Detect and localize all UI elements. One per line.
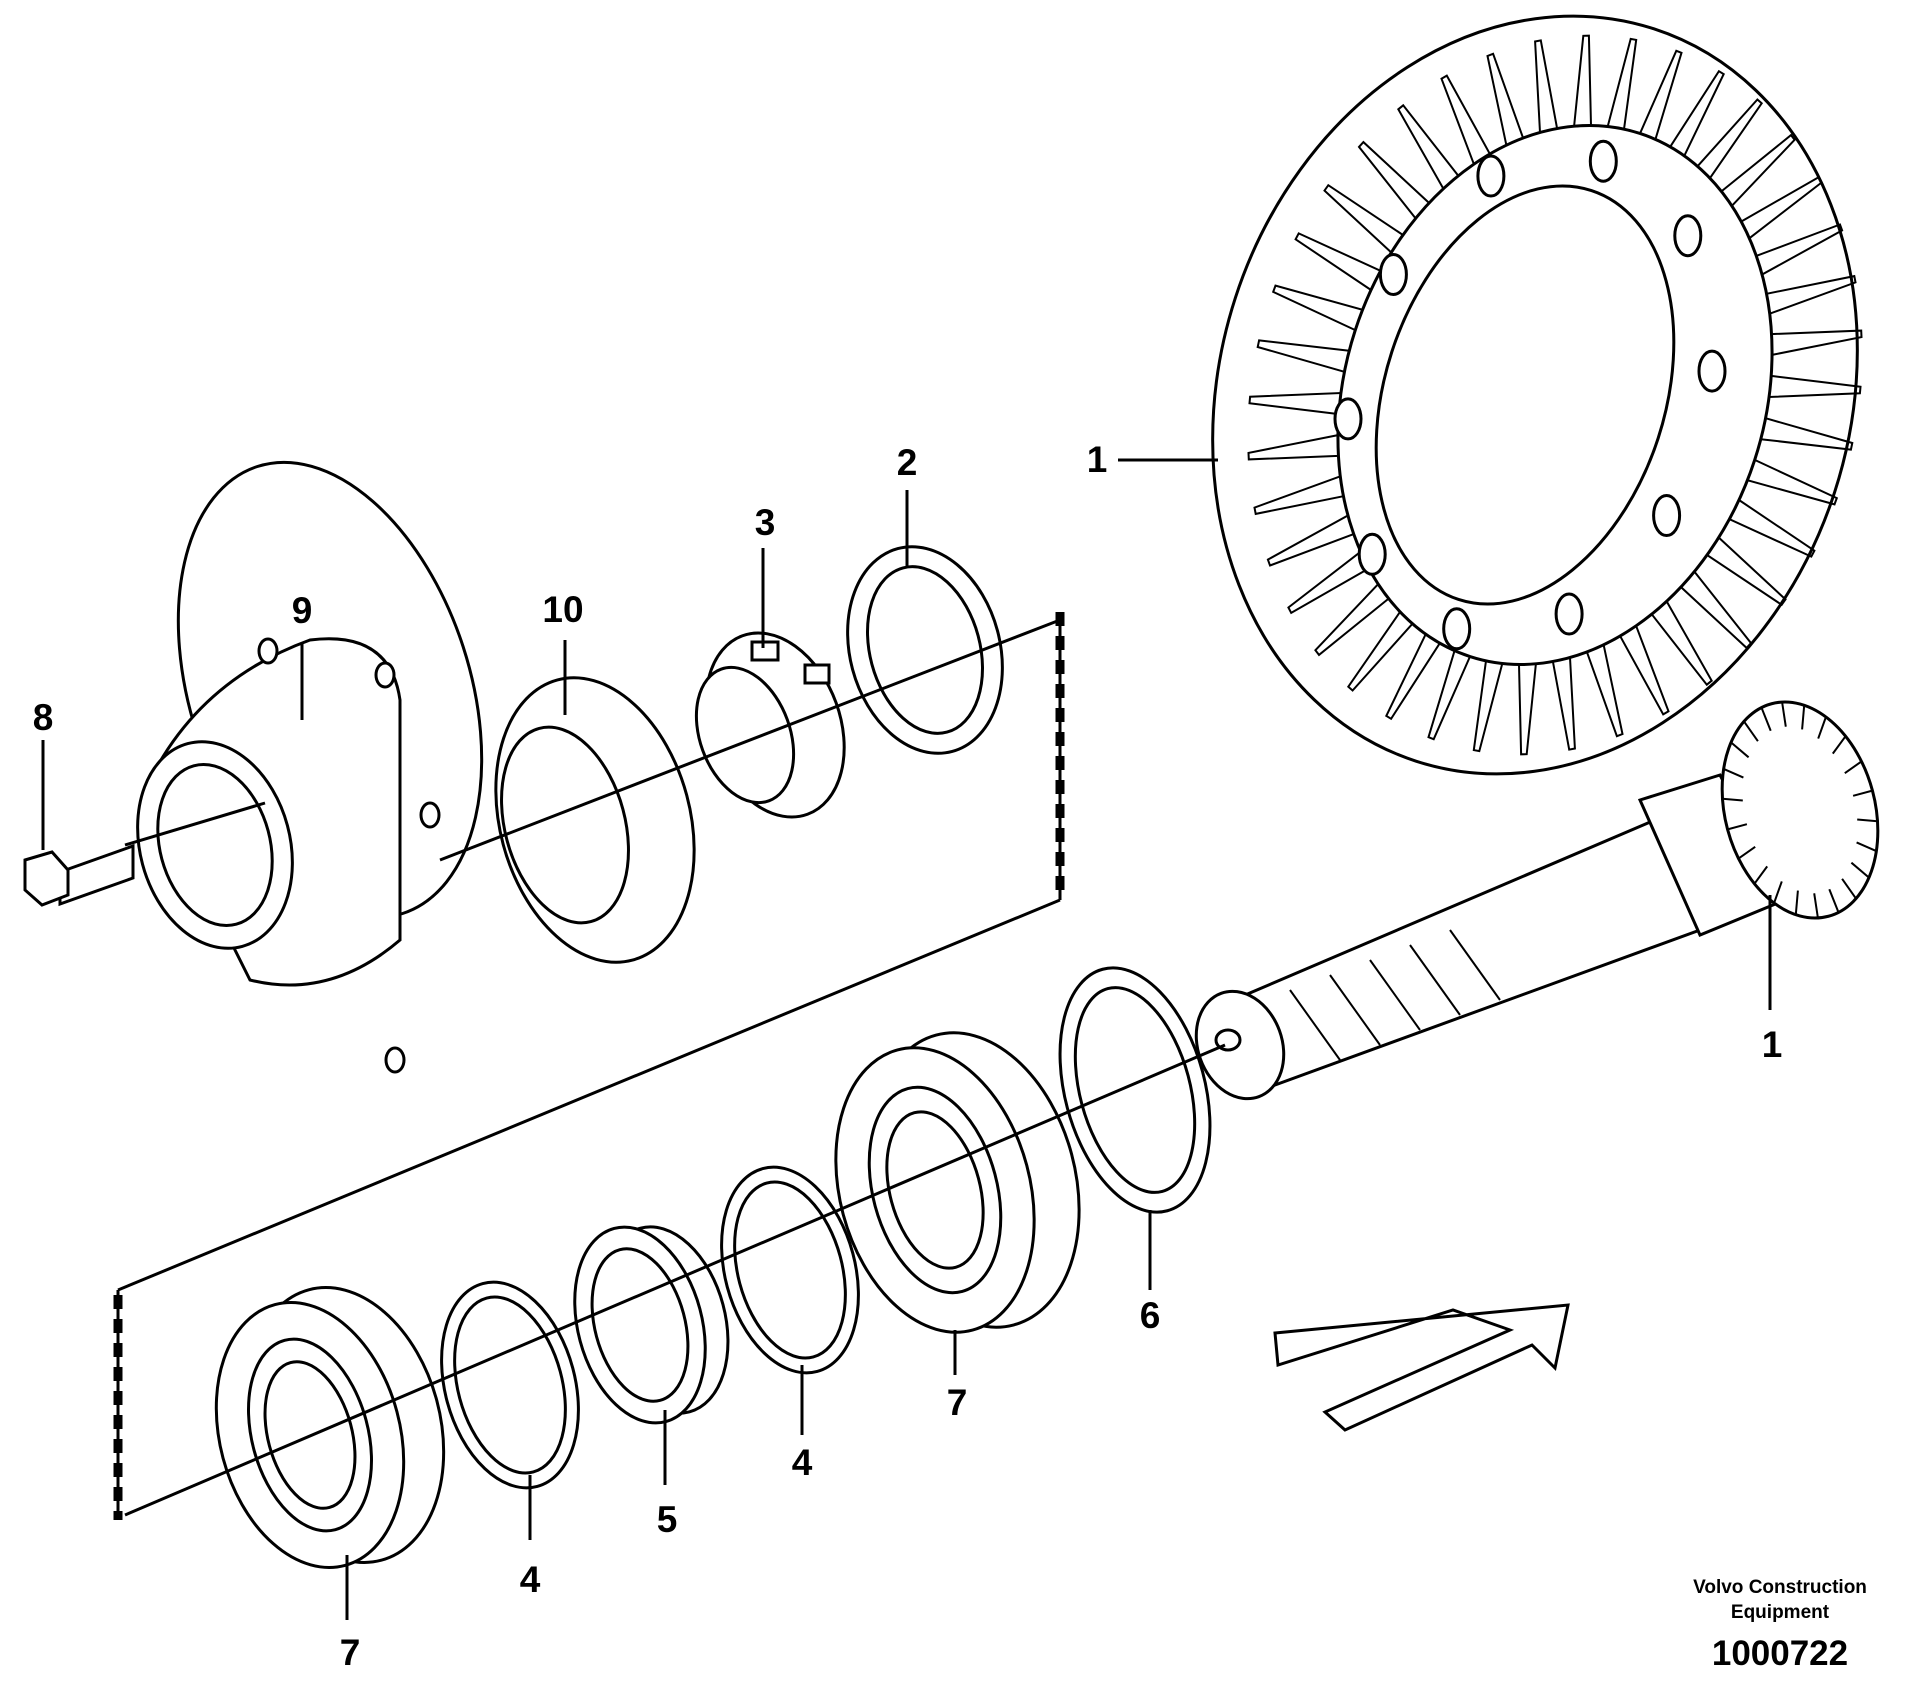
pinion-tooth [1856, 841, 1877, 853]
pinion-tooth [1753, 865, 1769, 885]
bolt-hole [1697, 349, 1727, 393]
pinion-tooth [1722, 797, 1743, 802]
pinion-tooth [1781, 701, 1787, 727]
pinion-tooth [1844, 760, 1863, 775]
ring-gear-bolt-holes [1333, 139, 1727, 651]
callout-2: 2 [897, 442, 918, 483]
flange-hub [136, 460, 484, 1074]
pinion-tooth [1773, 881, 1783, 904]
document-number: 1000722 [1712, 1634, 1848, 1673]
pinion-shaft [1194, 700, 1880, 1101]
bolt-hole [1554, 592, 1584, 636]
pinion-tooth [1828, 888, 1840, 913]
pinion-tooth [1813, 893, 1819, 919]
callout-9: 9 [292, 590, 313, 631]
pinion-tooth [1723, 767, 1744, 779]
callout-10: 10 [542, 589, 583, 630]
bolt-hole [1333, 397, 1363, 441]
lock-washer [846, 545, 1004, 755]
callout-3: 3 [755, 502, 776, 543]
bolt-hole [1378, 253, 1408, 296]
pinion-teeth [1722, 701, 1878, 919]
pinion-tooth [1794, 890, 1799, 915]
assembly-axis [113, 612, 1226, 1520]
pinion-tooth [1857, 818, 1878, 823]
callout-8: 8 [33, 697, 54, 738]
pinion-tooth [1801, 705, 1806, 730]
bolt-hole [1588, 139, 1618, 183]
pinion-tooth [1760, 707, 1772, 732]
spacer-ring-left [440, 1280, 580, 1490]
callout-6: 6 [1140, 1295, 1161, 1336]
pinion-tooth [1737, 845, 1756, 860]
bolt [23, 843, 135, 907]
bolt-hole [1357, 532, 1387, 576]
bolt-hole [1652, 494, 1682, 537]
callout-5: 5 [657, 1499, 678, 1540]
pinion-tooth [1743, 720, 1759, 742]
callout-1-ring-gear: 1 [1087, 439, 1108, 480]
ring-gear [1211, 14, 1863, 776]
callout-1-pinion: 1 [1762, 1024, 1783, 1065]
credit-line-1: Volvo Construction [1693, 1577, 1867, 1598]
pinion-tooth [1831, 735, 1847, 755]
slotted-nut [694, 631, 846, 819]
sleeve [573, 1225, 730, 1425]
callout-labels: 1 1 2 3 4 4 5 6 7 7 8 9 10 [33, 439, 1783, 1673]
bolt-hole [1673, 214, 1703, 258]
callout-4-left: 4 [520, 1559, 541, 1600]
pinion-tooth [1841, 878, 1857, 900]
spacer-ring-middle [720, 1165, 860, 1375]
callout-7-left: 7 [340, 1632, 361, 1673]
callout-7-middle: 7 [947, 1382, 968, 1423]
roller-bearing-inner [834, 1031, 1081, 1334]
pinion-tooth [1817, 716, 1827, 739]
seal-ring [494, 676, 696, 964]
pinion-tooth [1730, 741, 1750, 759]
pinion-tooth [1852, 789, 1873, 797]
pinion-tooth [1727, 823, 1748, 831]
shim-washer [1058, 966, 1212, 1214]
leader-lines [41, 458, 1772, 1620]
callout-4-middle: 4 [792, 1442, 813, 1483]
bolt-hole [1476, 154, 1506, 198]
bolt-hole [1442, 607, 1472, 651]
pinion-tooth [1850, 861, 1870, 879]
direction-arrow [1273, 1303, 1570, 1432]
credit-line-2: Equipment [1731, 1602, 1830, 1623]
